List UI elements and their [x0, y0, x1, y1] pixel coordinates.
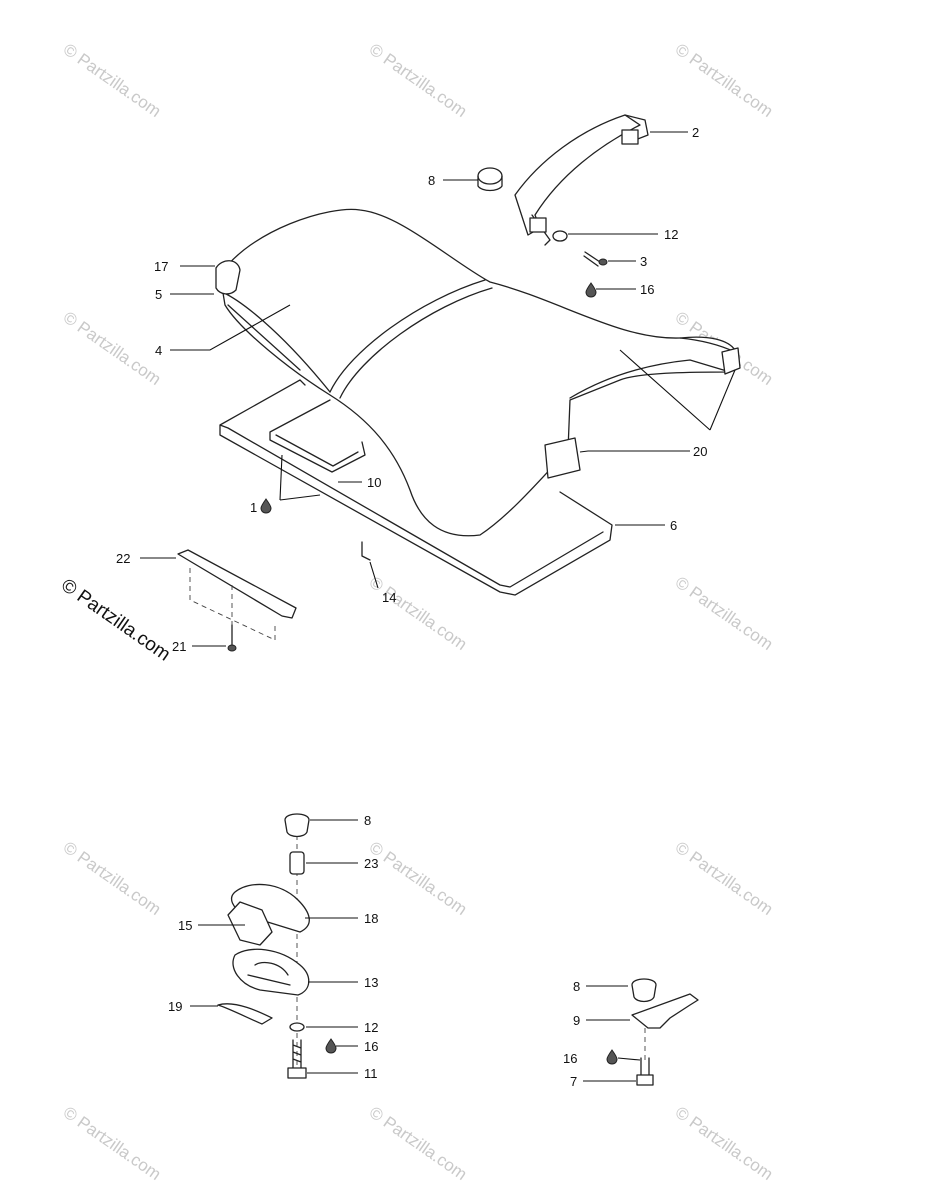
callout-21: 21 — [172, 639, 186, 654]
callout-23: 23 — [364, 856, 378, 871]
leader-lines — [140, 131, 736, 1082]
callout-10: 10 — [367, 475, 381, 490]
watermark: © Partzilla.com — [60, 838, 165, 919]
callout-3: 3 — [640, 254, 647, 269]
watermark: © Partzilla.com — [366, 573, 471, 654]
latch-hook-part — [227, 901, 273, 946]
handle-mount-part — [529, 217, 547, 233]
adhesive-symbols — [260, 282, 618, 1065]
bracket-plate-part — [631, 993, 699, 1029]
callout-12: 12 — [664, 227, 678, 242]
seat-assembly — [215, 208, 741, 596]
rear-pad-part — [544, 437, 581, 479]
grab-handle-assembly — [477, 114, 649, 267]
callout-9: 9 — [573, 1013, 580, 1028]
small-clip-part — [361, 541, 371, 561]
callout-14: 14 — [382, 590, 396, 605]
bolt-part — [583, 251, 601, 267]
bracket-bolt-head-part — [636, 1074, 654, 1086]
knob-part — [477, 167, 503, 185]
drop-icon — [585, 282, 597, 298]
seat-front-side — [221, 291, 331, 393]
mount-bracket-part — [177, 549, 297, 619]
washer-part — [552, 230, 568, 242]
screw-head-part — [227, 644, 237, 652]
callout-8: 8 — [364, 813, 371, 828]
latch-bolt-part — [292, 1039, 302, 1069]
drop-icon — [325, 1038, 337, 1054]
bracket-knob-part — [631, 978, 657, 1003]
brand-watermark: © Partzilla.com — [57, 575, 174, 666]
grab-handle-part — [514, 114, 641, 236]
release-cable-part — [217, 1003, 273, 1025]
watermark: © Partzilla.com — [672, 573, 777, 654]
watermark: © Partzilla.com — [366, 838, 471, 919]
callout-1: 1 — [250, 500, 257, 515]
callout-16: 16 — [364, 1039, 378, 1054]
frame-reinforcement-part — [269, 399, 366, 473]
latch-housing-detail — [247, 961, 291, 986]
watermark: © Partzilla.com — [60, 308, 165, 389]
watermark: © Partzilla.com — [60, 40, 165, 121]
bolt-head-part — [598, 258, 608, 266]
callout-22: 22 — [116, 551, 130, 566]
watermark: © Partzilla.com — [366, 1103, 471, 1184]
callout-labels: 2 8 12 3 16 17 5 4 20 10 1 6 22 14 21 8 … — [116, 125, 707, 1089]
watermark: © Partzilla.com — [60, 1103, 165, 1184]
mount-bracket-assembly — [177, 549, 297, 652]
latch-bolt-head-part — [287, 1067, 307, 1079]
bracket-bolt-part — [640, 1057, 650, 1076]
callout-20: 20 — [693, 444, 707, 459]
callout-11: 11 — [364, 1066, 378, 1081]
spacer-part — [289, 851, 305, 875]
handle-mount-part — [621, 129, 639, 145]
callout-19: 19 — [168, 999, 182, 1014]
callout-17: 17 — [154, 259, 168, 274]
callout-7: 7 — [570, 1074, 577, 1089]
drop-icon — [606, 1049, 618, 1065]
watermark: © Partzilla.com — [366, 40, 471, 121]
callout-8: 8 — [428, 173, 435, 188]
callout-6: 6 — [670, 518, 677, 533]
drop-icon — [260, 498, 272, 514]
callout-18: 18 — [364, 911, 378, 926]
seat-strap-part — [329, 279, 493, 399]
callout-16: 16 — [640, 282, 654, 297]
front-cap-part — [215, 260, 241, 295]
latch-knob-part — [284, 813, 310, 838]
mount-bracket-dashline — [189, 568, 276, 648]
watermark: © Partzilla.com — [672, 1103, 777, 1184]
callout-12: 12 — [364, 1020, 378, 1035]
callout-15: 15 — [178, 918, 192, 933]
watermark: © Partzilla.com — [672, 838, 777, 919]
rear-pad-part — [721, 347, 741, 375]
callout-8: 8 — [573, 979, 580, 994]
callout-16: 16 — [563, 1051, 577, 1066]
knob-part-body — [477, 175, 503, 192]
seat-cushion-part — [219, 208, 736, 537]
callout-13: 13 — [364, 975, 378, 990]
callout-5: 5 — [155, 287, 162, 302]
latch-washer-part — [289, 1022, 305, 1032]
callout-2: 2 — [692, 125, 699, 140]
seat-frame-part — [219, 379, 613, 596]
watermark: © Partzilla.com — [672, 40, 777, 121]
callout-4: 4 — [155, 343, 162, 358]
seat-latch-assembly — [217, 813, 310, 1079]
striker-bracket-assembly — [631, 978, 699, 1086]
